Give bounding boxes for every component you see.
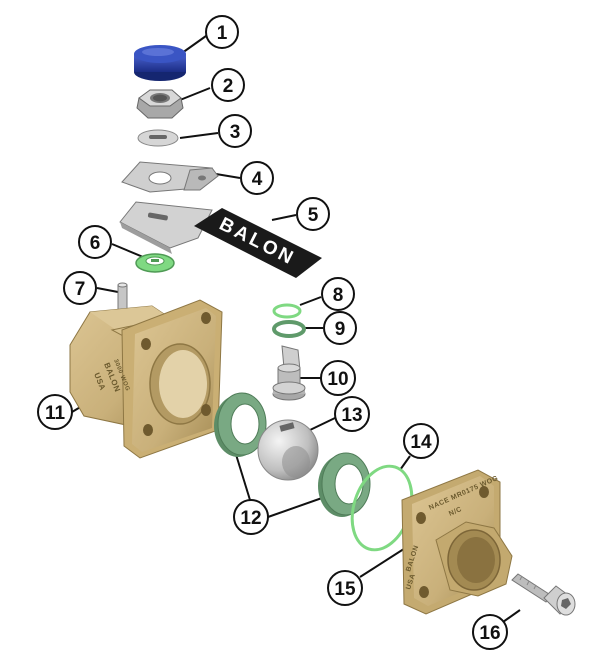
- callout-3-label: 3: [230, 122, 241, 143]
- callout-7: 7: [63, 271, 97, 305]
- callout-6: 6: [78, 225, 112, 259]
- part-cap: [134, 45, 186, 81]
- callout-15: 15: [327, 570, 363, 606]
- callout-10: 10: [320, 360, 356, 396]
- callout-12: 12: [233, 499, 269, 535]
- callout-7-label: 7: [75, 279, 86, 300]
- callout-9: 9: [323, 311, 357, 345]
- part-stop-plate: [121, 161, 219, 193]
- part-stem-oring-8: [272, 303, 302, 319]
- part-stem: [272, 345, 306, 401]
- part-ball: [257, 419, 319, 481]
- callout-6-label: 6: [90, 233, 101, 254]
- callout-16-label: 16: [479, 623, 500, 644]
- part-cap-screw: [511, 573, 576, 616]
- callout-8: 8: [321, 277, 355, 311]
- part-pin: [117, 282, 128, 311]
- callout-4: 4: [240, 161, 274, 195]
- callout-3: 3: [218, 114, 252, 148]
- callout-14: 14: [403, 423, 439, 459]
- callout-16: 16: [472, 614, 508, 650]
- part-hex-nut: [136, 89, 184, 119]
- callouts: 1 2 3 4 5 6 7 8: [37, 15, 508, 650]
- callout-10-label: 10: [327, 369, 348, 390]
- callout-1: 1: [205, 15, 239, 49]
- callout-13-label: 13: [341, 405, 362, 426]
- callout-12-label: 12: [240, 508, 261, 529]
- flange-marking-nc: N/C: [448, 506, 463, 518]
- callout-8-label: 8: [333, 285, 344, 306]
- callout-2-label: 2: [223, 76, 234, 97]
- part-washer: [137, 129, 179, 147]
- callout-11: 11: [37, 394, 73, 430]
- part-valve-body: USA BALON 3000 WOG: [69, 299, 223, 459]
- callout-15-label: 15: [334, 579, 356, 600]
- part-stem-ring-9: [272, 320, 306, 338]
- callout-4-label: 4: [252, 169, 263, 190]
- callout-9-label: 9: [335, 319, 346, 340]
- callout-11-label: 11: [45, 403, 66, 424]
- callout-2: 2: [211, 68, 245, 102]
- part-stem-seal: [135, 253, 175, 273]
- callout-5: 5: [296, 197, 330, 231]
- part-seat-left: [214, 392, 267, 457]
- part-end-flange: NACE MR0175 WOG N/C BALON USA: [401, 469, 513, 615]
- callout-14-label: 14: [410, 432, 432, 453]
- callout-5-label: 5: [308, 205, 319, 226]
- flange-marking-usa: USA: [405, 573, 417, 591]
- callout-13: 13: [334, 396, 370, 432]
- callout-1-label: 1: [217, 23, 228, 44]
